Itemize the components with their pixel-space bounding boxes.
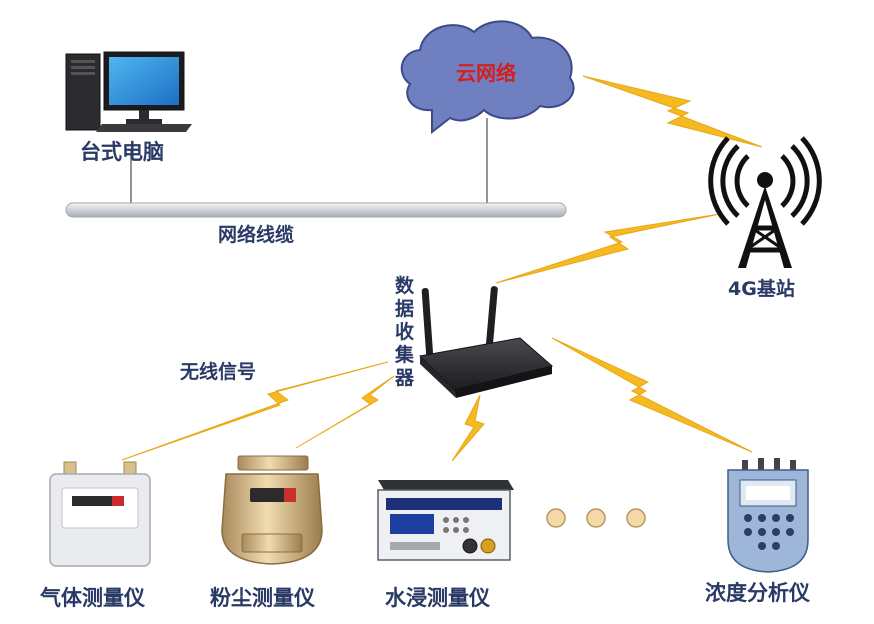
lightning-router-to-gas bbox=[121, 361, 389, 461]
ellipsis-dots bbox=[546, 508, 646, 528]
analyzer bbox=[727, 458, 809, 573]
keyboard bbox=[96, 124, 192, 132]
flood-meter bbox=[377, 480, 514, 561]
label-cable: 网络线缆 bbox=[218, 223, 294, 246]
lightning-router-to-dust bbox=[295, 375, 395, 449]
label-cloud: 云网络 bbox=[456, 61, 516, 85]
label-collector-char: 数 bbox=[395, 274, 415, 297]
label-collector-char: 集 bbox=[394, 343, 415, 366]
lightning-cloud-to-tower bbox=[582, 75, 763, 148]
lightning-router-to-analyzer bbox=[551, 337, 753, 453]
label-base-station: 4G基站 bbox=[728, 277, 795, 300]
network-cable bbox=[65, 202, 567, 218]
pc-tower bbox=[65, 53, 101, 131]
label-collector-char: 据 bbox=[395, 297, 414, 320]
label-collector: 数据收集器 bbox=[394, 274, 415, 389]
label-dust-meter: 粉尘测量仪 bbox=[210, 586, 316, 610]
label-collector-vertical: 数据收集器 bbox=[394, 274, 415, 389]
desktop-computer bbox=[65, 51, 192, 132]
cloud-network bbox=[400, 20, 575, 135]
label-gas-meter: 气体测量仪 bbox=[39, 586, 146, 610]
label-flood-meter: 水浸测量仪 bbox=[385, 586, 491, 610]
label-desktop: 台式电脑 bbox=[80, 140, 164, 164]
monitor-screen bbox=[109, 57, 179, 105]
dust-meter bbox=[221, 455, 323, 565]
wireless-links bbox=[121, 75, 763, 462]
label-wireless: 无线信号 bbox=[180, 360, 256, 383]
router-data-collector bbox=[418, 286, 554, 398]
cloud-shape bbox=[400, 20, 575, 135]
base-station-tower bbox=[708, 136, 822, 268]
label-collector-char: 收 bbox=[395, 320, 414, 343]
router-antenna-left bbox=[421, 288, 434, 360]
gas-meter bbox=[49, 461, 151, 567]
lightning-tower-to-router bbox=[495, 213, 721, 284]
label-collector-char: 器 bbox=[394, 367, 415, 389]
label-analyzer: 浓度分析仪 bbox=[705, 581, 811, 605]
lightning-router-to-flood bbox=[451, 394, 485, 462]
router-antenna-right bbox=[485, 286, 498, 356]
